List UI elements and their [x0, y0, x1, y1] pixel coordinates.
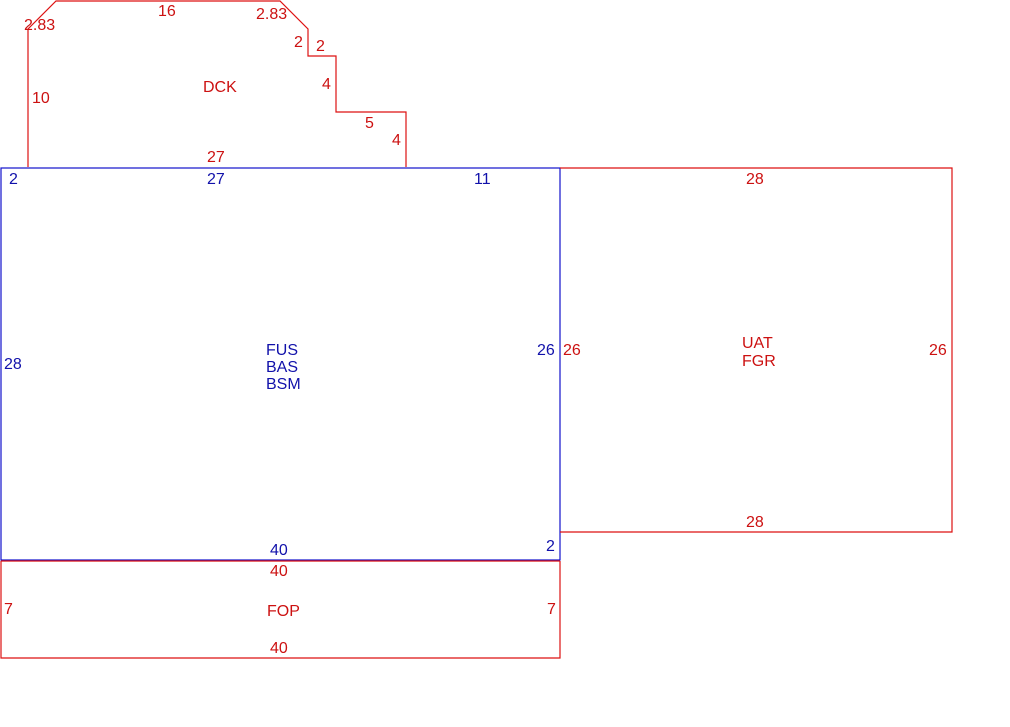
uat-dim-right: 26: [929, 342, 947, 359]
main-code-2: BAS: [266, 359, 298, 376]
fop-dim-bottom: 40: [270, 640, 288, 657]
main-area-outline: [0, 167, 561, 561]
main-code-3: BSM: [266, 376, 301, 393]
main-dim-left: 28: [4, 356, 22, 373]
main-dim-right: 26: [537, 342, 555, 359]
dck-dim-top: 16: [158, 3, 176, 20]
dck-dim-step-1-vertical: 2: [294, 34, 303, 51]
main-dim-bottom-right: 2: [546, 538, 555, 555]
fop-dim-top: 40: [270, 563, 288, 580]
fop-outline: [0, 561, 561, 659]
dck-dim-bottom: 27: [207, 149, 225, 166]
fop-dim-right: 7: [547, 601, 556, 618]
uat-dim-left: 26: [563, 342, 581, 359]
uat-outline: [560, 167, 953, 533]
dck-code: DCK: [203, 79, 237, 96]
uat-code-2: FGR: [742, 353, 776, 370]
main-code-1: FUS: [266, 342, 298, 359]
uat-dim-top: 28: [746, 171, 764, 188]
dck-dim-diagonal-right: 2.83: [256, 6, 287, 23]
main-dim-top-middle: 27: [207, 171, 225, 188]
dck-dim-diagonal-left: 2.83: [24, 17, 55, 34]
dck-dim-step-1-horizontal: 2: [316, 38, 325, 55]
dck-dim-right: 4: [392, 132, 401, 149]
uat-dim-bottom: 28: [746, 514, 764, 531]
dck-dim-step-2-horizontal: 5: [365, 115, 374, 132]
main-dim-bottom: 40: [270, 542, 288, 559]
dck-dim-left: 10: [32, 90, 50, 107]
fop-dim-left: 7: [4, 601, 13, 618]
dck-dim-step-2-vertical: 4: [322, 76, 331, 93]
main-dim-top-right: 11: [474, 171, 491, 188]
fop-code: FOP: [267, 603, 300, 620]
dck-outline: [27, 0, 407, 167]
main-dim-top-left: 2: [9, 171, 18, 188]
uat-code-1: UAT: [742, 335, 773, 352]
